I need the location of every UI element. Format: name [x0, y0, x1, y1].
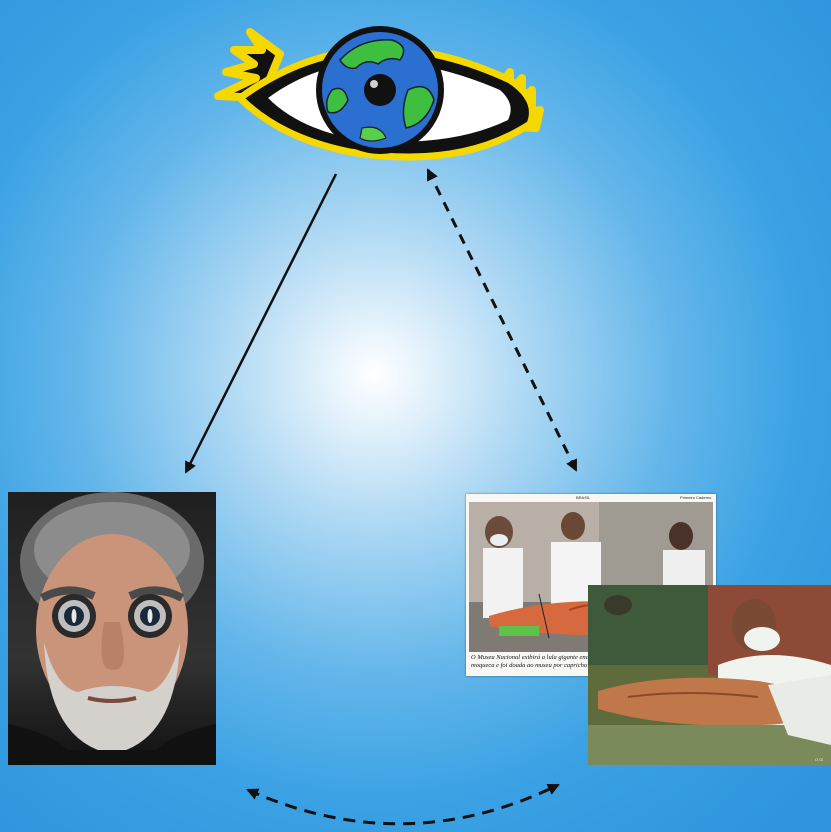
portrait-with-camera-eyes — [8, 492, 216, 765]
newspaper-header-left: BRASIL — [576, 495, 591, 500]
portrait-photo — [8, 492, 216, 765]
arrow-eye-newspaper — [426, 168, 578, 472]
globe-eye-icon — [214, 26, 544, 161]
arrow-eye-to-person — [184, 173, 338, 474]
arrow-person-newspaper — [246, 783, 560, 826]
squid-closeup-image — [588, 585, 831, 765]
squid-photo-closeup: O Gl — [588, 585, 831, 765]
newspaper-header-right: Primeiro Caderno — [680, 495, 712, 500]
photo-footer-label: O Gl — [815, 757, 824, 762]
